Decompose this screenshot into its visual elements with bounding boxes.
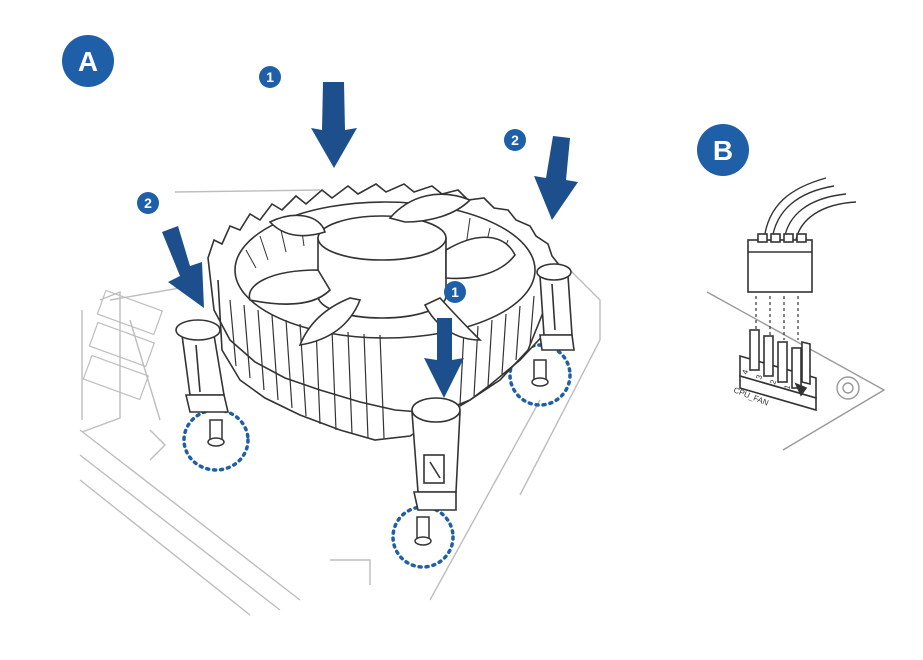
heatsink-fins — [217, 279, 549, 441]
step-number: 2 — [144, 195, 152, 211]
step-badge-1-front: 1 — [444, 281, 466, 303]
panel-a-badge: A — [62, 35, 114, 87]
board-edge — [706, 291, 886, 451]
fan-connector-plug — [747, 233, 813, 293]
panel-a: A 1 1 2 2 — [62, 35, 601, 616]
memory-slots — [82, 289, 164, 401]
panel-a-letter: A — [78, 46, 98, 77]
fan-hub — [317, 215, 447, 319]
pushpin-right — [536, 263, 575, 351]
pin-label: 4 — [740, 368, 750, 376]
step-badge-1-top: 1 — [259, 66, 281, 88]
panel-b-letter: B — [713, 135, 733, 166]
fan-wires — [763, 177, 857, 241]
cpu-fan-pin-labels: 4 3 2 1 — [740, 368, 792, 391]
board-mounting-hole — [836, 376, 860, 400]
arrow-step2-right — [534, 136, 578, 220]
arrow-step1-front — [424, 318, 464, 398]
pushpin-left — [175, 319, 230, 413]
step-badge-2-left: 2 — [137, 192, 159, 214]
panel-b-badge: B — [697, 124, 749, 176]
pin-label: 1 — [782, 383, 792, 391]
arrow-step1-top — [311, 82, 357, 168]
cpu-fan-header — [739, 329, 817, 412]
panel-b: B — [697, 124, 886, 451]
alignment-guides — [755, 296, 799, 340]
board-pins — [207, 359, 549, 546]
heatsink-fin-lines — [229, 295, 535, 439]
pin-label: 3 — [754, 373, 764, 381]
hole-marker-right — [508, 343, 572, 407]
arrow-step2-left — [162, 226, 204, 308]
step-number: 1 — [451, 284, 459, 300]
step-badge-2-right: 2 — [504, 129, 526, 151]
motherboard-outline — [79, 189, 601, 616]
pushpin-front — [411, 397, 461, 511]
step-number: 1 — [266, 69, 274, 85]
fan-blades — [248, 193, 516, 347]
pin-label: 2 — [768, 378, 778, 386]
step-number: 2 — [511, 132, 519, 148]
